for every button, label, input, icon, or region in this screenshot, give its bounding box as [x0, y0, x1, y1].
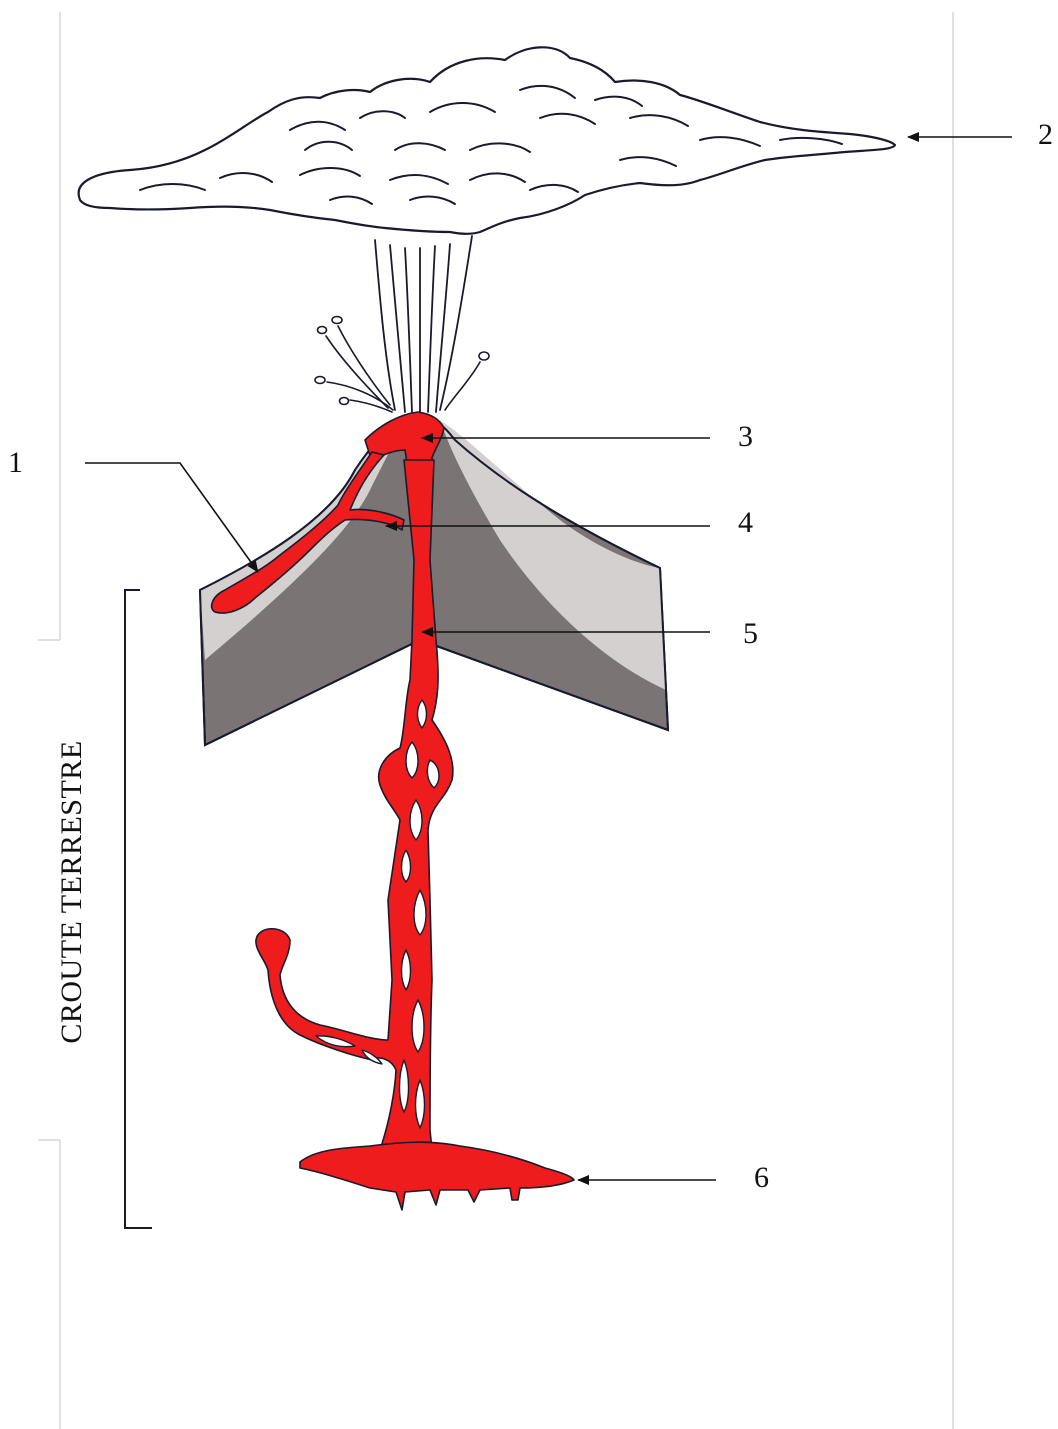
label-4: 4	[738, 508, 753, 538]
magma-chamber	[300, 1142, 574, 1210]
label-6: 6	[754, 1163, 769, 1193]
label-2: 2	[1038, 120, 1053, 150]
eruption-column	[375, 236, 472, 412]
ash-cloud	[79, 47, 895, 234]
leader-line-1	[85, 463, 258, 572]
label-5: 5	[743, 619, 758, 649]
label-3: 3	[738, 422, 753, 452]
volcanic-bombs	[315, 317, 489, 413]
crust-bracket	[125, 590, 152, 1228]
crust-label: CROUTE TERRESTRE	[55, 740, 89, 1043]
label-1: 1	[8, 448, 23, 478]
